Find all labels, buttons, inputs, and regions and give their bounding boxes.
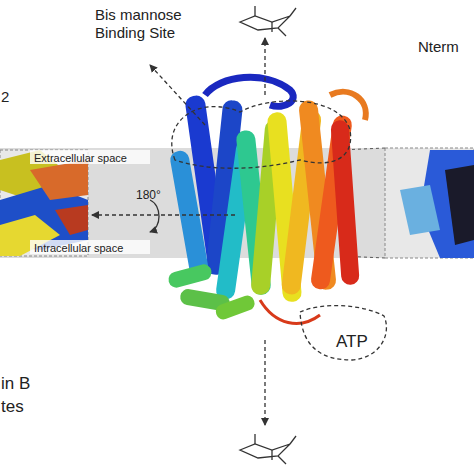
rotation-symbol (150, 200, 159, 232)
mannose-sugar (240, 6, 296, 36)
text-label: Extracellular space (34, 151, 174, 165)
binding-site-outline (172, 101, 351, 168)
text-label: in B (1, 374, 61, 394)
transport-arrow-up (264, 38, 265, 95)
mannose-sugar (240, 434, 296, 464)
text-label: Nterm (418, 38, 474, 56)
text-label: Intracellular space (34, 241, 174, 255)
rotation-arrow (92, 214, 235, 215)
left-inset (0, 150, 150, 256)
text-label: Bis mannose Binding Site (95, 6, 205, 42)
right-inset (340, 148, 474, 258)
text-label: 180° (136, 188, 186, 203)
text-label: tes (1, 397, 61, 417)
text-label: 2 (1, 88, 21, 106)
leader-arrow (150, 65, 205, 125)
node-text: ATP (336, 332, 368, 352)
transport-arrow-down (264, 340, 265, 425)
helix-bundle (167, 77, 366, 323)
dashed-outline (292, 300, 392, 362)
atp-region: ATP (292, 300, 392, 362)
